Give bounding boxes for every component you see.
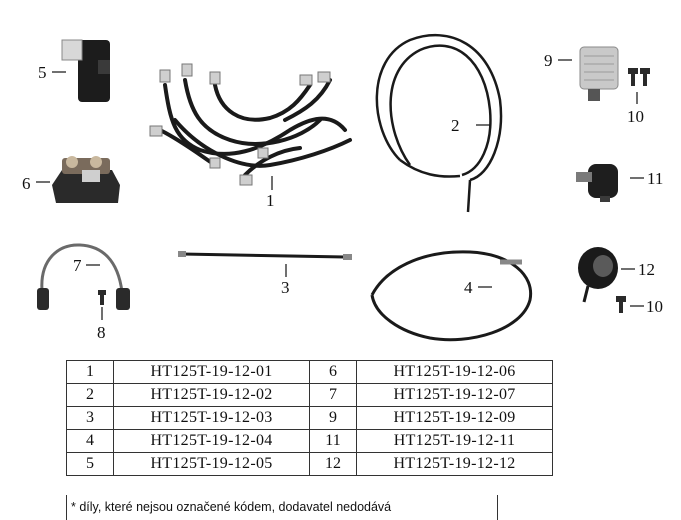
part-code: HT125T-19-12-11	[356, 429, 553, 453]
callout-7: 7	[73, 256, 82, 275]
speedometer-cable-part-4	[370, 250, 533, 342]
footnote: * díly, které nejsou označené kódem, dod…	[66, 495, 498, 520]
table-row: 1 HT125T-19-12-01 6 HT125T-19-12-06	[66, 360, 553, 384]
screw-part-8	[98, 290, 106, 305]
callout-10-top: 10	[627, 107, 644, 126]
parts-table: 1 HT125T-19-12-01 6 HT125T-19-12-06 2 HT…	[66, 360, 553, 476]
part-code: HT125T-19-12-07	[356, 383, 553, 407]
part-code: HT125T-19-12-12	[356, 452, 553, 476]
table-row: 2 HT125T-19-12-02 7 HT125T-19-12-07	[66, 383, 553, 407]
wiring-harness-part-1	[158, 78, 352, 177]
bolt-part-10	[616, 68, 650, 313]
part-code: HT125T-19-12-01	[113, 360, 310, 384]
callout-4: 4	[464, 278, 473, 297]
flasher-part-11	[576, 164, 618, 202]
callout-8: 8	[97, 323, 106, 342]
callout-10-bottom: 10	[646, 297, 663, 316]
part-number: 6	[309, 360, 357, 384]
part-number: 1	[66, 360, 114, 384]
callout-11: 11	[647, 169, 664, 188]
horn-part-12	[578, 247, 618, 303]
callout-2: 2	[451, 116, 460, 135]
part-code: HT125T-19-12-03	[113, 406, 310, 430]
harness-connectors	[149, 63, 331, 186]
callout-12: 12	[638, 260, 655, 279]
part-number: 4	[66, 429, 114, 453]
starter-relay-part-6	[52, 156, 120, 203]
part-code: HT125T-19-12-06	[356, 360, 553, 384]
regulator-part-9	[579, 46, 619, 101]
part-number: 2	[66, 383, 114, 407]
footnote-text: * díly, které nejsou označené kódem, dod…	[71, 500, 392, 514]
throttle-cable-part-2	[375, 34, 503, 213]
table-row: 4 HT125T-19-12-04 11 HT125T-19-12-11	[66, 429, 553, 453]
sensor-part-7	[37, 243, 130, 310]
part-number: 12	[309, 452, 357, 476]
callout-1: 1	[266, 191, 275, 210]
cable-part-3	[178, 251, 352, 260]
part-number: 5	[66, 452, 114, 476]
callout-6: 6	[22, 174, 31, 193]
table-row: 5 HT125T-19-12-05 12 HT125T-19-12-12	[66, 452, 553, 476]
part-number: 9	[309, 406, 357, 430]
part-code: HT125T-19-12-02	[113, 383, 310, 407]
part-code: HT125T-19-12-09	[356, 406, 553, 430]
part-number: 11	[309, 429, 357, 453]
part-code: HT125T-19-12-04	[113, 429, 310, 453]
callout-9: 9	[544, 51, 553, 70]
callout-5: 5	[38, 63, 47, 82]
relay-part-5	[61, 39, 110, 102]
part-code: HT125T-19-12-05	[113, 452, 310, 476]
callout-3: 3	[281, 278, 290, 297]
part-number: 3	[66, 406, 114, 430]
part-number: 7	[309, 383, 357, 407]
table-row: 3 HT125T-19-12-03 9 HT125T-19-12-09	[66, 406, 553, 430]
parts-diagram	[36, 34, 650, 342]
